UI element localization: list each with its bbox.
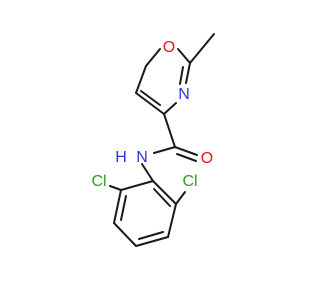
bond-c4-c5: [135, 92, 165, 115]
bond-c2-n3-double: [179, 66, 184, 85]
bond-o1-c2: [177, 48, 191, 64]
bond-ar2-ar3-double: [120, 195, 127, 221]
bond-ar5-ar6: [167, 203, 177, 238]
molecule-diagram: O N H N O Cl Cl: [91, 33, 215, 247]
bond-o1-c5: [145, 48, 161, 67]
bond-c5-c: [135, 65, 147, 94]
amide-nitrogen-label: N: [136, 149, 148, 166]
bond-c2-n3: [185, 62, 191, 84]
bond-c4-c5-double: [140, 90, 161, 106]
bond-ar4-ar5-double: [138, 231, 164, 240]
bond-n-aryl: [141, 163, 154, 182]
bond-n3-c4: [163, 102, 177, 115]
right-chlorine-label: Cl: [182, 173, 197, 190]
bond-carbonyl-n: [153, 146, 176, 154]
amide-hydrogen-label: H: [115, 149, 127, 166]
bond-c2-methyl: [189, 33, 215, 64]
bond-ar2-ar3: [113, 189, 122, 224]
bond-ar1-ar6-double: [153, 188, 171, 207]
bond-ar1-ar2: [120, 180, 154, 191]
bond-ar2-cl: [109, 185, 122, 191]
ring-oxygen-label: O: [163, 39, 175, 56]
molecule-structure: O N H N O Cl Cl: [91, 33, 215, 247]
bond-c4-carbonyl: [163, 113, 176, 148]
bond-ar4-ar5: [135, 236, 169, 247]
carbonyl-oxygen-label: O: [201, 150, 213, 167]
bond-ar3-ar4: [113, 222, 137, 247]
ring-nitrogen-label: N: [178, 86, 190, 103]
bond-carbonyl-o-double: [176, 153, 197, 162]
left-chlorine-label: Cl: [91, 173, 106, 190]
bond-ar1-ar6: [152, 180, 177, 205]
bond-carbonyl-o: [174, 146, 198, 156]
bond-ar6-cl: [175, 191, 186, 205]
